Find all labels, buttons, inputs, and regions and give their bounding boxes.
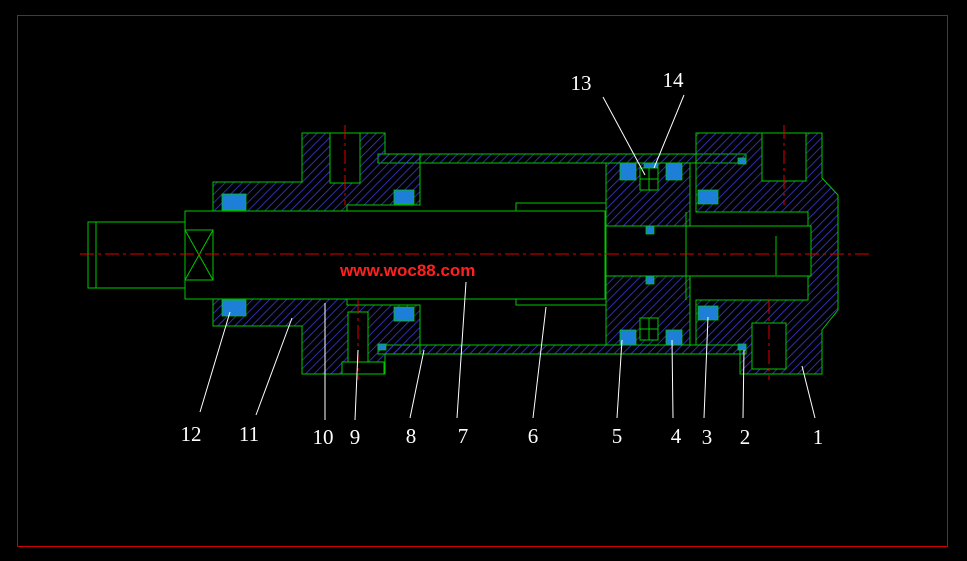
leader-13 <box>602 96 646 176</box>
callout-8: 8 <box>405 424 417 448</box>
leader-1 <box>801 365 816 419</box>
piston-rod <box>87 210 606 300</box>
leader-9 <box>354 349 359 421</box>
leader-7 <box>456 281 467 419</box>
watermark-text: www.woc88.com <box>340 261 476 280</box>
leader-5 <box>616 339 623 419</box>
front-end-cap <box>212 132 421 375</box>
callout-1: 1 <box>812 425 824 449</box>
callout-2: 2 <box>739 425 751 449</box>
leader-8 <box>409 349 425 419</box>
leader-3 <box>703 316 709 419</box>
callout-6: 6 <box>527 424 539 448</box>
guide-rings <box>639 167 659 341</box>
leader-14 <box>653 94 685 169</box>
callout-14: 14 <box>662 68 684 92</box>
callout-13: 13 <box>570 71 592 95</box>
leader-4 <box>671 339 674 419</box>
callout-12: 12 <box>180 422 202 446</box>
leader-lines <box>199 94 816 421</box>
callout-5: 5 <box>611 424 623 448</box>
seals <box>221 157 747 351</box>
callout-3: 3 <box>701 425 713 449</box>
leader-6 <box>532 306 547 419</box>
callout-7: 7 <box>457 424 469 448</box>
drawing-border <box>17 15 948 547</box>
leader-12 <box>199 311 231 413</box>
centerlines <box>80 125 870 380</box>
callout-11: 11 <box>238 422 260 446</box>
callout-4: 4 <box>670 424 682 448</box>
callout-9: 9 <box>349 425 361 449</box>
leader-11 <box>255 317 293 416</box>
callout-10: 10 <box>312 425 334 449</box>
leader-2 <box>742 349 745 419</box>
